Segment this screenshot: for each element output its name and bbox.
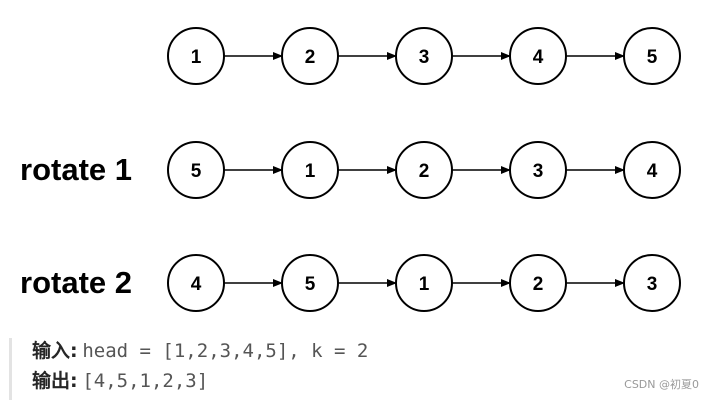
list-node-value: 5 <box>305 274 316 295</box>
list-node-circle <box>281 141 339 199</box>
list-node-circle <box>395 141 453 199</box>
list-node-circle <box>509 141 567 199</box>
list-node-value: 5 <box>191 161 202 182</box>
list-node-circle <box>509 254 567 312</box>
list-node-value: 1 <box>305 161 316 182</box>
list-node-circle <box>281 27 339 85</box>
list-node-value: 4 <box>647 161 658 182</box>
row-label-rotate-1: rotate 1 <box>20 152 132 187</box>
list-row-0: 1 2 3 4 5 <box>167 27 681 85</box>
list-node-circle <box>281 254 339 312</box>
input-label: 输入: <box>32 340 78 362</box>
output-value: [4,5,1,2,3] <box>82 370 209 392</box>
output-label: 输出: <box>32 370 78 392</box>
list-node-value: 2 <box>305 47 316 68</box>
list-node-value: 1 <box>191 47 202 68</box>
list-row-1: 5 1 2 3 4 <box>167 141 681 199</box>
list-node-circle <box>167 27 225 85</box>
list-node-circle <box>623 27 681 85</box>
list-node-value: 3 <box>533 161 544 182</box>
list-node-value: 5 <box>647 47 658 68</box>
list-node-value: 4 <box>533 47 544 68</box>
list-node-value: 2 <box>419 161 430 182</box>
row-label-rotate-2: rotate 2 <box>20 265 132 300</box>
list-node-circle <box>395 254 453 312</box>
list-node-value: 2 <box>533 274 544 295</box>
example-block: 输入: head = [1,2,3,4,5], k = 2 输出: [4,5,1… <box>0 333 713 401</box>
list-node-circle <box>395 27 453 85</box>
list-row-2: 4 5 1 2 3 <box>167 254 681 312</box>
example-input-line: 输入: head = [1,2,3,4,5], k = 2 <box>32 342 368 361</box>
example-output-line: 输出: [4,5,1,2,3] <box>32 372 208 391</box>
list-node-circle <box>167 254 225 312</box>
list-node-value: 3 <box>419 47 430 68</box>
list-node-circle <box>167 141 225 199</box>
list-node-value: 1 <box>419 274 430 295</box>
linked-list-rotation-diagram: 1 2 3 4 5 5 1 2 3 4 4 5 1 2 3 <box>167 27 681 312</box>
list-node-circle <box>623 254 681 312</box>
watermark: CSDN @初夏0 <box>624 378 699 391</box>
input-value: head = [1,2,3,4,5], k = 2 <box>82 340 369 362</box>
list-node-circle <box>623 141 681 199</box>
list-node-value: 3 <box>647 274 658 295</box>
list-node-circle <box>509 27 567 85</box>
quote-bar <box>9 338 12 400</box>
list-node-value: 4 <box>191 274 202 295</box>
